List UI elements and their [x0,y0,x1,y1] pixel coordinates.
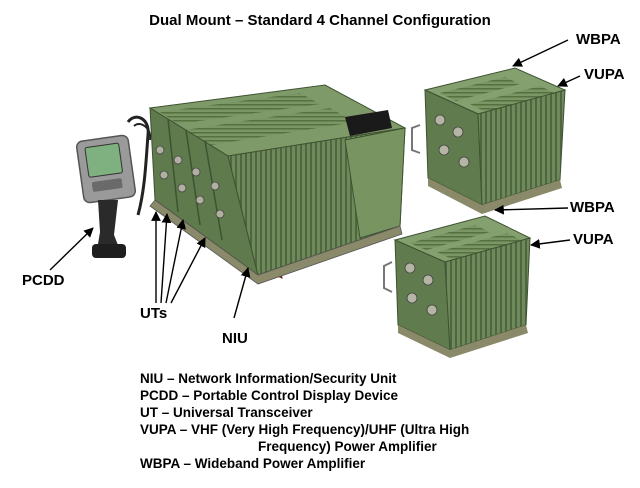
dual-mount-rack [148,84,407,285]
amplifier-pair-upper [411,67,567,214]
arrow-ut-2 [160,213,172,304]
legend-item-niu: NIU – Network Information/Security Unit [140,371,397,386]
amplifier-pair-lower [383,215,532,358]
arrow-pcdd [49,227,94,271]
arrow-vupa-top [557,75,581,87]
arrow-wbpa-bottom [494,204,569,215]
pcdd-device [75,115,152,258]
legend-item-vupa-continuation: Frequency) Power Amplifier [258,439,437,454]
legend-item-pcdd: PCDD – Portable Control Display Device [140,388,399,403]
callout-vupa-top: VUPA [584,66,625,83]
callout-wbpa-top: WBPA [576,31,621,48]
legend-item-wbpa: WBPA – Wideband Power Amplifier [140,456,366,471]
pointer-arrows [49,39,581,319]
diagram-title: Dual Mount – Standard 4 Channel Configur… [149,12,491,29]
acronym-legend: NIU – Network Information/Security Unit … [140,370,560,472]
arrow-vupa-bottom [530,239,571,249]
callout-pcdd: PCDD [22,272,65,289]
legend-item-ut: UT – Universal Transceiver [140,405,313,420]
callout-uts: UTs [140,305,168,322]
callout-niu: NIU [222,330,248,347]
arrow-ut-3 [165,219,187,304]
callout-vupa-bottom: VUPA [573,231,614,248]
arrow-wbpa-top [512,39,569,67]
legend-item-vupa: VUPA – VHF (Very High Frequency)/UHF (Ul… [140,422,470,437]
arrow-niu [233,267,251,319]
callout-wbpa-bottom: WBPA [570,199,615,216]
arrow-ut-4 [170,237,206,304]
